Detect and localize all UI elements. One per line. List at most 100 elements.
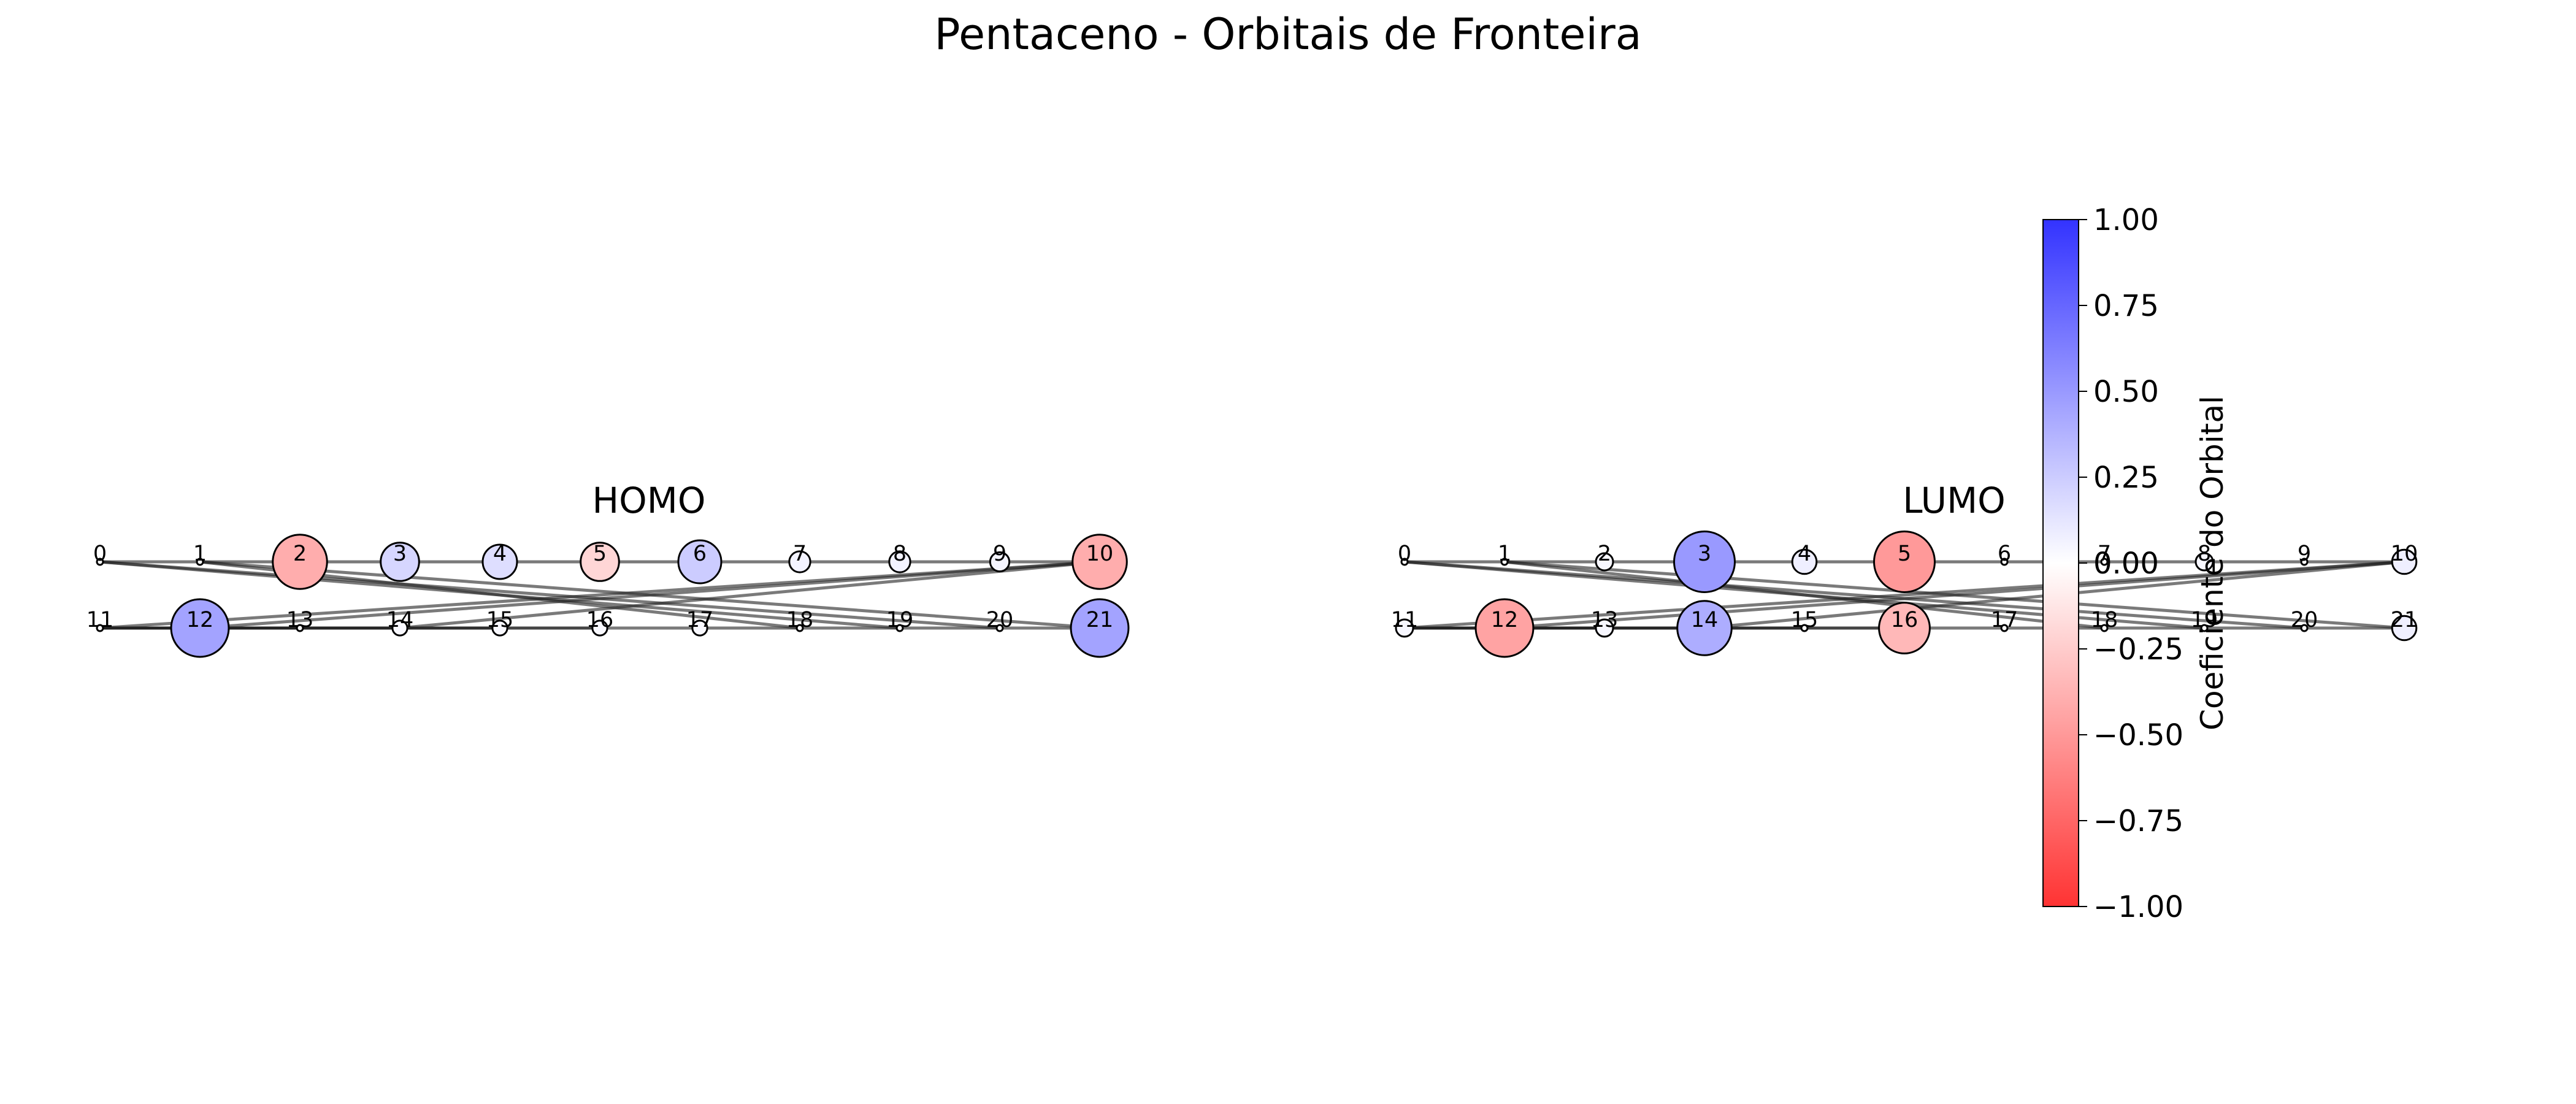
atom-label-6: 6 [1998, 542, 2011, 566]
atom-node-14 [391, 619, 408, 637]
atom-label-9: 9 [993, 542, 1006, 566]
atom-node-21 [1070, 598, 1130, 658]
colorbar-label: Coeficiente do Orbital [2195, 396, 2230, 730]
atom-node-7 [788, 550, 811, 573]
atom-label-8: 8 [893, 542, 907, 566]
atom-label-2: 2 [1598, 542, 1611, 566]
atom-label-5: 5 [1898, 542, 1911, 566]
atom-node-2 [1595, 552, 1614, 572]
atom-label-3: 3 [1698, 542, 1711, 566]
atom-label-7: 7 [793, 542, 807, 566]
atom-node-0 [1400, 558, 1409, 566]
atom-node-4 [481, 543, 518, 580]
atom-label-21: 21 [1086, 608, 1114, 632]
figure-title: Pentaceno - Orbitais de Fronteira [934, 9, 1641, 59]
atom-node-17 [2000, 624, 2009, 632]
atom-node-0 [96, 558, 104, 566]
atom-label-18: 18 [786, 608, 814, 632]
atom-node-9 [2300, 558, 2309, 566]
atom-label-6: 6 [693, 542, 707, 566]
atom-label-14: 14 [1691, 608, 1719, 632]
atom-node-15 [1800, 624, 1809, 632]
atom-node-8 [888, 550, 911, 573]
bond-10-12 [1504, 560, 2405, 630]
atom-node-1 [1500, 558, 1509, 566]
atom-node-3 [380, 542, 420, 582]
atom-label-20: 20 [2291, 608, 2318, 632]
atom-label-0: 0 [1398, 542, 1411, 566]
atom-node-13 [296, 624, 304, 632]
atom-label-8: 8 [2198, 542, 2211, 566]
atom-node-18 [2100, 624, 2109, 632]
colorbar-tick-label: −0.75 [2093, 804, 2183, 838]
atom-label-0: 0 [93, 542, 107, 566]
atom-label-13: 13 [286, 608, 314, 632]
atom-node-16 [1878, 602, 1931, 654]
colorbar-tick-label: −0.25 [2093, 632, 2183, 667]
atom-node-15 [491, 619, 508, 637]
colorbar-tick-label: 1.00 [2093, 203, 2159, 237]
atom-node-10 [1071, 534, 1128, 590]
atom-label-17: 17 [1991, 608, 2018, 632]
colorbar: 1.000.750.500.250.00−0.25−0.50−0.75−1.00… [2042, 203, 2230, 924]
atom-node-21 [2391, 615, 2418, 642]
atom-node-1 [196, 558, 204, 566]
atom-node-20 [995, 624, 1004, 632]
atom-label-4: 4 [493, 542, 507, 566]
atom-label-9: 9 [2298, 542, 2311, 566]
bond-10-12 [199, 560, 1100, 630]
atom-node-12 [1474, 598, 1535, 658]
atom-node-12 [170, 598, 230, 658]
bond-0-20 [99, 560, 1000, 630]
bond-0-20 [1404, 560, 2305, 630]
atom-node-14 [1676, 600, 1733, 656]
colorbar-tick-label: 0.25 [2093, 461, 2159, 495]
atom-label-1: 1 [1498, 542, 1511, 566]
atom-node-3 [1673, 531, 1736, 593]
colorbar-tick-label: 0.50 [2093, 375, 2159, 409]
atom-label-15: 15 [486, 608, 514, 632]
atom-node-19 [2200, 624, 2209, 632]
atom-label-5: 5 [593, 542, 607, 566]
atom-node-2 [272, 534, 328, 590]
atom-node-10 [2391, 548, 2418, 575]
atom-label-10: 10 [1086, 542, 1114, 566]
atom-node-11 [1395, 618, 1414, 638]
atom-label-11: 11 [86, 608, 114, 632]
atom-node-6 [2000, 558, 2009, 566]
colorbar-gradient [2042, 219, 2079, 907]
atom-node-5 [1873, 531, 1936, 593]
atom-label-20: 20 [986, 608, 1014, 632]
atom-node-19 [895, 624, 904, 632]
atom-node-7 [2100, 558, 2109, 566]
atom-label-15: 15 [1791, 608, 1819, 632]
homo-panel-title: HOMO [592, 480, 706, 521]
atom-label-17: 17 [686, 608, 714, 632]
atom-label-19: 19 [2191, 608, 2218, 632]
atom-label-12: 12 [1491, 608, 1519, 632]
atom-node-18 [795, 624, 804, 632]
atom-label-21: 21 [2391, 608, 2418, 632]
atom-label-16: 16 [586, 608, 614, 632]
atom-label-13: 13 [1591, 608, 1619, 632]
atom-label-1: 1 [193, 542, 207, 566]
atom-node-11 [96, 624, 104, 632]
atom-node-5 [580, 542, 620, 582]
atom-node-13 [1595, 618, 1614, 638]
lumo-panel-title: LUMO [1903, 480, 2006, 521]
bond-1-18 [1504, 560, 2105, 630]
colorbar-tick-label: −0.50 [2093, 718, 2183, 753]
atom-node-20 [2300, 624, 2309, 632]
atom-label-10: 10 [2391, 542, 2418, 566]
colorbar-tick-label: 0.00 [2093, 546, 2159, 581]
atom-label-14: 14 [386, 608, 414, 632]
bond-10-14 [399, 560, 1100, 630]
atom-label-18: 18 [2091, 608, 2118, 632]
atom-node-6 [677, 539, 723, 585]
atom-label-12: 12 [186, 608, 214, 632]
atom-label-16: 16 [1891, 608, 1919, 632]
atom-label-11: 11 [1391, 608, 1419, 632]
